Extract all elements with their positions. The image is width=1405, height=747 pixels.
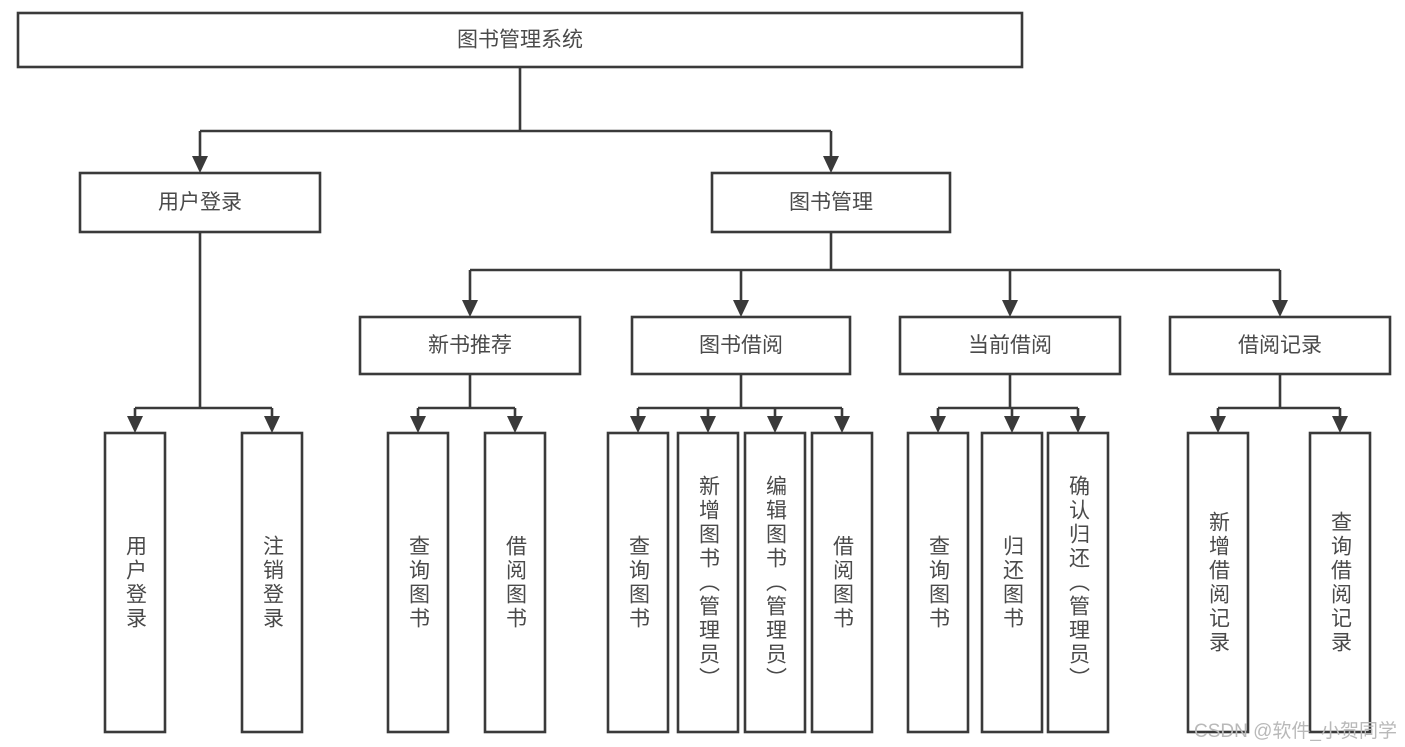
arrow-icon-user_login_to_leaves-0 [127, 416, 143, 433]
node-box-leaf-return-book[interactable] [980, 431, 1044, 734]
node-label-new-book-recommend: 新书推荐 [428, 334, 512, 357]
arrow-icon-borrow_record_to_leaves-0 [1210, 416, 1226, 433]
node-box-leaf-borrow-book-2[interactable] [810, 431, 874, 734]
node-box-leaf-edit-book-admin[interactable] [743, 431, 807, 734]
arrow-icon-book_manage_to_level3-2 [1002, 300, 1018, 317]
node-box-book-manage[interactable] [710, 171, 952, 234]
arrow-icon-book_borrow_to_leaves-1 [700, 416, 716, 433]
node-label-user-login: 用户登录 [158, 191, 242, 214]
arrow-icon-book_manage_to_level3-1 [733, 300, 749, 317]
arrow-icon-new_book_to_leaves-1 [507, 416, 523, 433]
node-box-leaf-add-borrow-record[interactable] [1186, 431, 1250, 734]
arrow-icon-current_borrow_to_leaves-2 [1070, 416, 1086, 433]
arrow-icon-borrow_record_to_leaves-1 [1332, 416, 1348, 433]
node-box-leaf-query-book-3[interactable] [906, 431, 970, 734]
arrow-icon-book_manage_to_level3-3 [1272, 300, 1288, 317]
arrow-icon-new_book_to_leaves-0 [410, 416, 426, 433]
node-box-book-borrow[interactable] [630, 315, 852, 376]
node-label-borrow-record: 借阅记录 [1238, 334, 1322, 357]
node-label-current-borrow: 当前借阅 [968, 334, 1052, 357]
node-box-leaf-borrow-book-1[interactable] [483, 431, 547, 734]
node-box-layer [16, 11, 1392, 734]
node-box-new-book-recommend[interactable] [358, 315, 582, 376]
node-box-root[interactable] [16, 11, 1024, 69]
arrow-icon-user_login_to_leaves-1 [264, 416, 280, 433]
node-box-leaf-query-book-1[interactable] [386, 431, 450, 734]
arrow-icon-root_to_level2-1 [823, 156, 839, 173]
arrow-icon-book_borrow_to_leaves-0 [630, 416, 646, 433]
node-box-leaf-confirm-return-admin[interactable] [1046, 431, 1110, 734]
node-box-leaf-user-logout[interactable] [240, 431, 304, 734]
arrow-icon-book_borrow_to_leaves-3 [834, 416, 850, 433]
node-box-leaf-query-book-2[interactable] [606, 431, 670, 734]
arrow-icon-root_to_level2-0 [192, 156, 208, 173]
arrow-icon-current_borrow_to_leaves-1 [1004, 416, 1020, 433]
node-box-current-borrow[interactable] [898, 315, 1122, 376]
node-label-book-borrow: 图书借阅 [699, 334, 783, 357]
connector-layer [127, 67, 1348, 433]
node-box-leaf-add-book-admin[interactable] [676, 431, 740, 734]
arrow-icon-current_borrow_to_leaves-0 [930, 416, 946, 433]
arrow-icon-book_borrow_to_leaves-2 [767, 416, 783, 433]
node-label-root: 图书管理系统 [457, 29, 583, 52]
node-box-leaf-query-borrow-record[interactable] [1308, 431, 1372, 734]
arrow-icon-book_manage_to_level3-0 [462, 300, 478, 317]
node-box-borrow-record[interactable] [1168, 315, 1392, 376]
node-box-user-login[interactable] [78, 171, 322, 234]
node-box-leaf-user-login[interactable] [103, 431, 167, 734]
node-label-book-manage: 图书管理 [789, 191, 873, 214]
